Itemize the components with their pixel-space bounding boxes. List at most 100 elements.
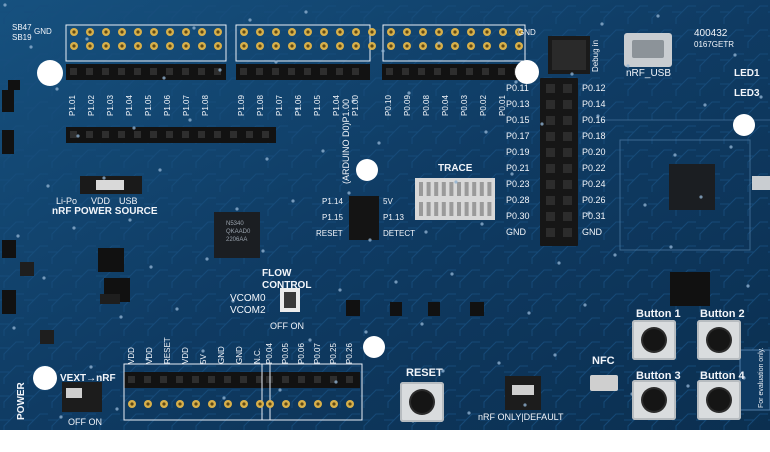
silk-power: POWER xyxy=(16,382,27,420)
p24-pin-label: P0.17 xyxy=(506,131,530,141)
port-label: P1.03 xyxy=(106,95,115,116)
p24-pin-label: P0.23 xyxy=(506,179,530,189)
spi-label-right-2: P1.13 xyxy=(383,213,404,222)
silk-off-on-bottom: OFF ON xyxy=(68,417,102,427)
silk-button-1: Button 1 xyxy=(636,308,681,320)
mount-hole xyxy=(515,60,539,84)
pcb-graphic xyxy=(0,0,770,430)
port-label: P1.07 xyxy=(182,95,191,116)
p24-pin-label: P0.14 xyxy=(582,99,606,109)
p24-pin-label: P0.13 xyxy=(506,99,530,109)
silk-trace: TRACE xyxy=(438,163,473,174)
mount-hole xyxy=(733,114,755,136)
port-label: P1.07 xyxy=(275,95,284,116)
port-label: P0.25 xyxy=(329,343,338,364)
p24-pin-label: P0.15 xyxy=(506,115,530,125)
mount-hole xyxy=(356,159,378,181)
port-label: P1.08 xyxy=(201,95,210,116)
part-id-1: 400432 xyxy=(694,28,728,39)
black-socket-headers xyxy=(66,64,522,388)
port-label: GND xyxy=(217,346,226,364)
spi-label-left-1: P1.14 xyxy=(322,197,343,206)
silk-sb47: SB47 xyxy=(12,23,32,32)
port-label: P0.09 xyxy=(403,95,412,116)
chip-text-1: N5340 xyxy=(226,221,244,227)
port-label: P1.04 xyxy=(332,95,341,116)
port-label: P0.10 xyxy=(384,95,393,116)
port-label: P1.01 xyxy=(68,95,77,116)
power-opt-vdd: VDD xyxy=(91,196,111,206)
port-label: P0.02 xyxy=(479,95,488,116)
spi-label-left-3: RESET xyxy=(316,229,343,238)
button-1[interactable] xyxy=(632,320,676,360)
p24-pin-label: P0.20 xyxy=(582,147,606,157)
silk-off-on: OFF ON xyxy=(270,321,304,331)
p24-pin-label: P0.18 xyxy=(582,131,606,141)
silk-nrf-only-default: nRF ONLY|DEFAULT xyxy=(478,412,564,422)
port-label: P1.04 xyxy=(125,95,134,116)
port-label: N.C. xyxy=(253,348,262,364)
mount-hole xyxy=(33,366,57,390)
port-label: P1.05 xyxy=(313,95,322,116)
p24-pin-label: P0.30 xyxy=(506,211,530,221)
port-label: P0.04 xyxy=(265,343,274,364)
p24-socket-holes xyxy=(546,84,572,237)
power-opt-lipo: Li-Po xyxy=(56,196,78,206)
port-label: P1.09 xyxy=(237,95,246,116)
p24-pin-label: P0.12 xyxy=(582,83,606,93)
p24-pin-label: P0.11 xyxy=(506,83,529,93)
silk-nrf-usb: nRF_USB xyxy=(626,68,672,79)
port-label: VDD xyxy=(127,347,136,364)
p24-pin-label: P0.21 xyxy=(506,163,530,173)
silk-reset: RESET xyxy=(406,367,443,379)
button-4[interactable] xyxy=(697,380,741,420)
port-label: RESET xyxy=(163,337,172,364)
port-label: VDD xyxy=(181,347,190,364)
p24-pin-label: P0.16 xyxy=(582,115,606,125)
silk-led1: LED1 xyxy=(734,68,760,79)
bottom-header-pins xyxy=(128,400,354,408)
port-label: P1.02 xyxy=(87,95,96,116)
silk-gnd-right: GND xyxy=(518,28,536,37)
silk-nfc: NFC xyxy=(592,355,615,367)
mount-hole xyxy=(363,336,385,358)
silk-vcom0: VCOM0 xyxy=(230,293,266,304)
port-label: P1.00 xyxy=(351,95,360,116)
port-label: P0.26 xyxy=(345,343,354,364)
port-label: P1.05 xyxy=(144,95,153,116)
spi-label-right-3: DETECT xyxy=(383,229,415,238)
silk-gnd-left: GND xyxy=(34,27,52,36)
silk-eval-only: For evaluation only. xyxy=(758,347,765,408)
p24-pin-label: P0.26 xyxy=(582,195,606,205)
power-opt-usb: USB xyxy=(119,196,138,206)
silk-sb19: SB19 xyxy=(12,33,32,42)
silk-power-source: nRF POWER SOURCE xyxy=(52,206,158,217)
p24-pin-label: GND xyxy=(506,227,526,237)
port-label: P0.03 xyxy=(460,95,469,116)
p24-pin-label: P0.24 xyxy=(582,179,606,189)
p24-pin-label: GND xyxy=(582,227,602,237)
port-label: P1.06 xyxy=(294,95,303,116)
chip-text-2: QKAAD0 xyxy=(226,229,251,235)
reset-button[interactable] xyxy=(400,382,444,422)
p24-pin-label: P0.31 xyxy=(582,211,606,221)
port-label: P0.06 xyxy=(297,343,306,364)
port-label: P0.05 xyxy=(281,343,290,364)
port-label: P1.06 xyxy=(163,95,172,116)
silk-arduino: (ARDUINO D0)P1.00 xyxy=(341,98,351,184)
port-label: P1.08 xyxy=(256,95,265,116)
p24-pin-label: P0.28 xyxy=(506,195,530,205)
button-3[interactable] xyxy=(632,380,676,420)
chip-text-3: 2206AA xyxy=(226,237,248,243)
port-label: P0.04 xyxy=(441,95,450,116)
silk-debug-in: Debug in xyxy=(591,39,600,72)
spi-label-left-2: P1.15 xyxy=(322,213,343,222)
silk-vext-nrf: VEXT→nRF xyxy=(60,373,116,384)
mount-hole xyxy=(37,60,63,86)
port-label: 5V xyxy=(199,354,208,364)
p24-pin-label: P0.22 xyxy=(582,163,606,173)
button-2[interactable] xyxy=(697,320,741,360)
port-label: VDD xyxy=(145,347,154,364)
trace-connector-pins xyxy=(419,182,492,216)
silk-led3: LED3 xyxy=(734,88,760,99)
